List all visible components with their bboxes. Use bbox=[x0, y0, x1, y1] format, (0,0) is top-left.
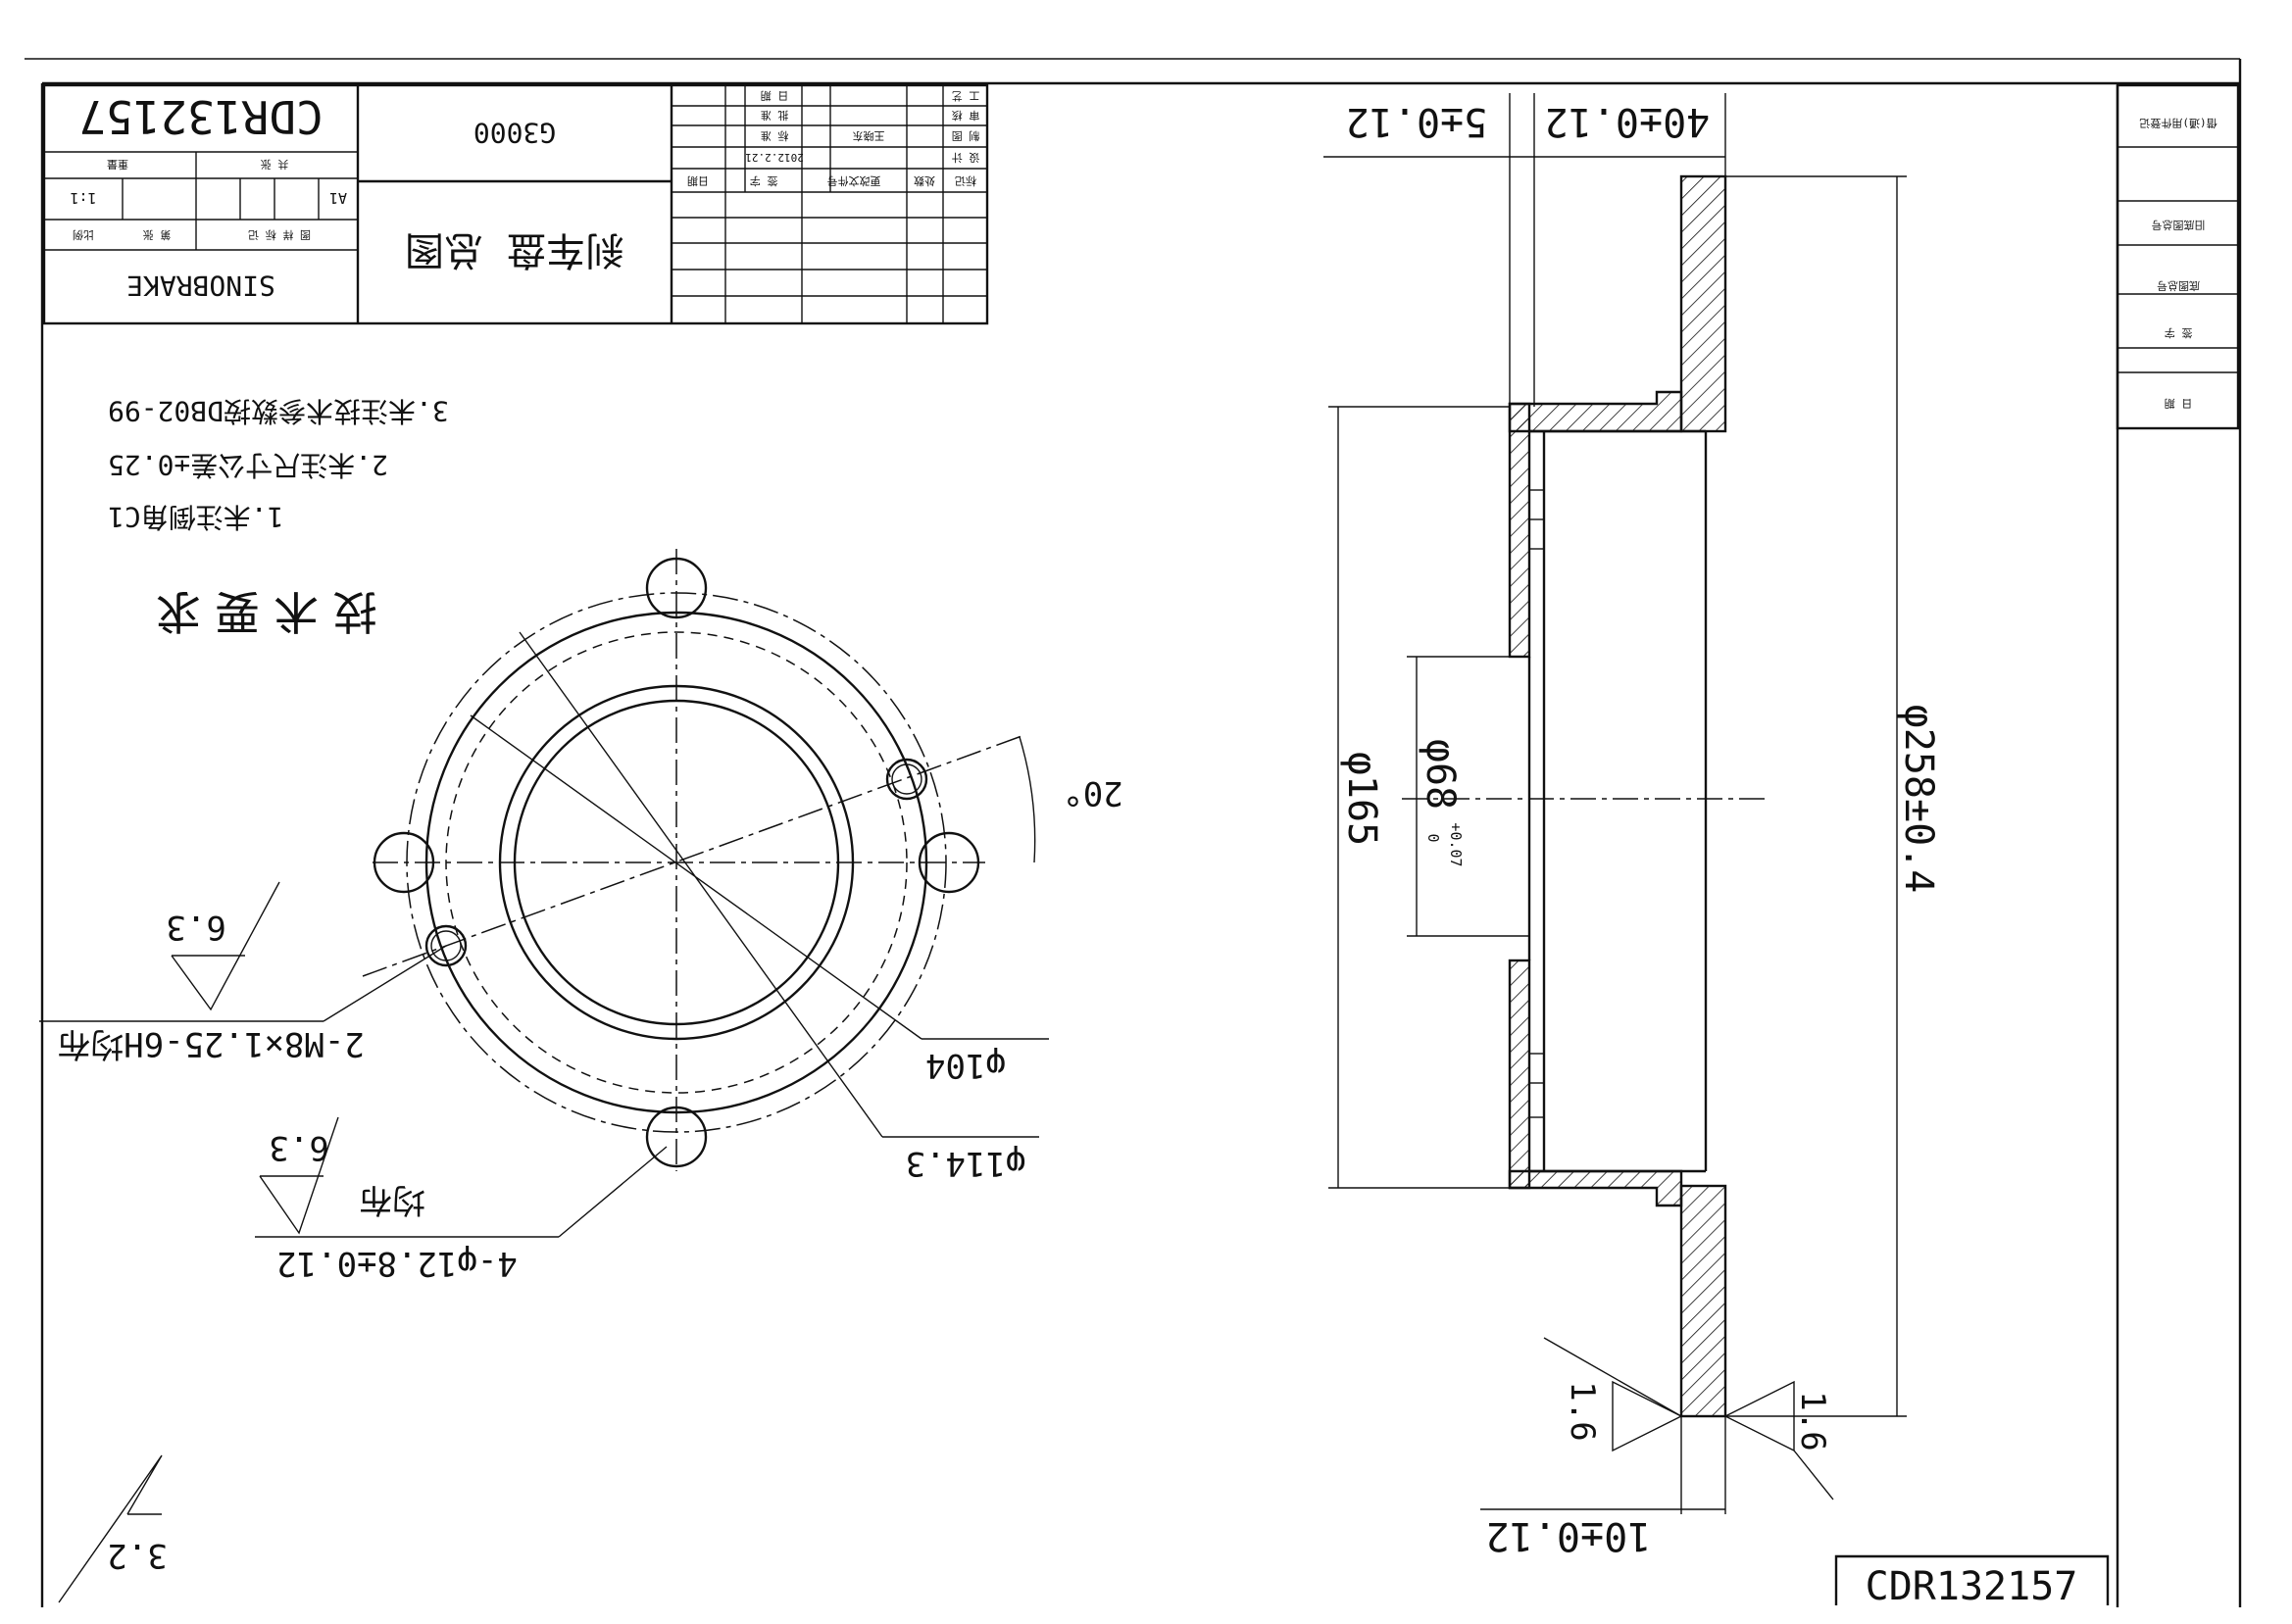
title-product-code: G3000 bbox=[473, 117, 556, 149]
dim-outer-diameter: φ258±0.4 bbox=[1896, 705, 1941, 894]
note-item-2: 2.未注尺寸公差±0.25 bbox=[108, 449, 388, 481]
sheet-frame bbox=[25, 58, 2242, 1607]
notes-heading: 技术要求 bbox=[142, 585, 377, 638]
callout-hole: 4-φ12.8±0.12 bbox=[276, 1244, 518, 1283]
dim-center-bore-lower-tol: 0 bbox=[1424, 833, 1442, 842]
roughness-face-right: 1.6 bbox=[1793, 1391, 1832, 1451]
callout-thread: 2-M8×1.25-6H均布 bbox=[57, 1024, 365, 1063]
roughness-general: 3.2 bbox=[107, 1536, 167, 1575]
roughness-face-left: 1.6 bbox=[1563, 1381, 1602, 1441]
note-item-1: 1.未注倒角C1 bbox=[108, 501, 283, 533]
footer-number-box: CDR132157 bbox=[1834, 1554, 2110, 1609]
side-label-base-number: 底图总号 bbox=[2157, 279, 2200, 293]
title-approve-label: 批 准 bbox=[761, 109, 789, 123]
title-date2-label: 日期 bbox=[687, 174, 709, 187]
roughness-hole: 6.3 bbox=[269, 1128, 328, 1167]
title-company: SINOBRAKE bbox=[126, 270, 275, 302]
title-check-label: 审 核 bbox=[952, 109, 980, 123]
side-block: 借(通)用件登记 旧底图总号 底图总号 签 字 日 期 bbox=[2116, 83, 2240, 1607]
title-change-doc-label: 更改文件号 bbox=[827, 174, 881, 188]
side-label-old-number: 旧底图总号 bbox=[2152, 219, 2206, 232]
dim-pilot-diameter: φ104 bbox=[925, 1046, 1006, 1085]
title-stage-marks-label: 图 样 标 记 bbox=[248, 228, 311, 242]
title-design-label: 设 计 bbox=[952, 151, 980, 164]
section-view: 5±0.12 40±0.12 10±0.12 φ165 φ68 +0.07 0 … bbox=[1323, 93, 1941, 1558]
title-scale-label: 比例 bbox=[73, 228, 94, 242]
side-label-date: 日 期 bbox=[2165, 397, 2193, 410]
dim-center-bore: φ68 bbox=[1418, 739, 1463, 810]
title-mark-label: 标记 bbox=[955, 174, 976, 188]
title-part-name: 刹车盘 总图 bbox=[405, 227, 624, 272]
dim-hat-diameter: φ165 bbox=[1339, 752, 1384, 846]
dim-center-bore-upper-tol: +0.07 bbox=[1447, 822, 1465, 866]
dim-angle: 20° bbox=[1063, 773, 1122, 812]
threaded-hole bbox=[424, 924, 468, 967]
dim-hat-offset: 5±0.12 bbox=[1346, 99, 1488, 144]
title-date-label: 日 期 bbox=[761, 89, 789, 102]
title-process-label: 工 艺 bbox=[952, 89, 980, 102]
title-weight-label: 重量 bbox=[107, 158, 128, 172]
side-label-signature: 签 字 bbox=[2165, 326, 2193, 340]
roughness-thread: 6.3 bbox=[166, 908, 225, 947]
dim-pcd: φ114.3 bbox=[906, 1144, 1026, 1183]
technical-notes: 3.未注技术参数按DB02-99 2.未注尺寸公差±0.25 1.未注倒角C1 … bbox=[108, 395, 449, 638]
dim-overall-height: 40±0.12 bbox=[1545, 99, 1711, 144]
title-designer: 王晓东 bbox=[853, 129, 885, 142]
footer-drawing-number: CDR132157 bbox=[1866, 1564, 2078, 1609]
dim-disc-thickness: 10±0.12 bbox=[1486, 1513, 1652, 1558]
title-drawing-number: CDR132157 bbox=[78, 90, 323, 143]
threaded-hole bbox=[885, 758, 928, 801]
front-view: φ104 φ114.3 20° 2-M8×1.25-6H均布 6.3 6.3 均… bbox=[39, 549, 1123, 1603]
title-block: CDR132157 SINOBRAKE G3000 刹车盘 总图 1:1 A1 … bbox=[42, 83, 989, 325]
side-label-borrowed: 借(通)用件登记 bbox=[2139, 117, 2217, 130]
title-signature-label: 签 字 bbox=[750, 174, 778, 188]
title-scale: 1:1 bbox=[70, 189, 96, 207]
title-date-value: 2012.2.21 bbox=[745, 151, 804, 164]
title-sheets-label: 共 张 bbox=[261, 158, 289, 171]
title-standard-label: 标 准 bbox=[761, 129, 789, 143]
title-sheet-no-label: 第 张 bbox=[143, 228, 172, 242]
title-count-label: 处数 bbox=[914, 174, 935, 187]
title-draw-label: 制 图 bbox=[952, 129, 980, 142]
callout-hole-note: 均布 bbox=[359, 1180, 425, 1219]
note-item-3: 3.未注技术参数按DB02-99 bbox=[108, 395, 449, 427]
title-sheet-size: A1 bbox=[329, 189, 347, 207]
